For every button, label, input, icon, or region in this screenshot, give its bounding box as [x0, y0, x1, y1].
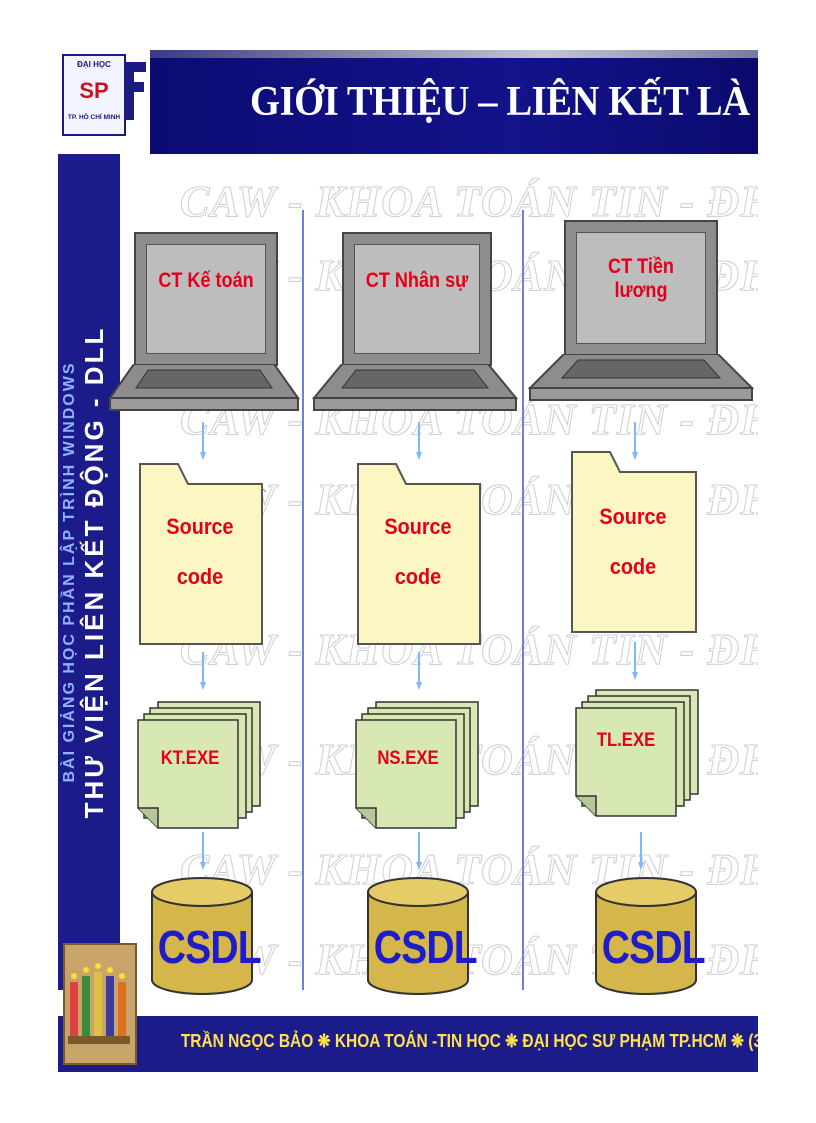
column-divider	[522, 210, 524, 990]
laptop-display: CT Tiền lương	[576, 232, 706, 344]
sidebar-topic-title: THƯ VIỆN LIÊN KẾT ĐỘNG - DLL	[79, 325, 109, 819]
arrow-down-icon	[416, 422, 422, 460]
watermark-row: CAW - KHOA TOÁN TIN - ĐHSP TP.HCM	[180, 177, 758, 227]
laptop-tl: CT Tiền lương	[528, 220, 754, 406]
database-label: CSDL	[157, 921, 262, 973]
database-label: CSDL	[373, 921, 478, 973]
exe-label: KT.EXE	[160, 748, 220, 769]
exe-file-stack-icon	[137, 701, 261, 829]
database-icon	[151, 877, 253, 995]
laptop-screen: CT Nhân sự	[342, 232, 492, 366]
source-line1: Source	[599, 504, 667, 529]
source-line2: code	[394, 564, 442, 589]
exe-label: TL.EXE	[596, 730, 656, 751]
slide-title: GIỚI THIỆU – LIÊN KẾT LÀ GÌ ?	[250, 79, 758, 125]
exe-file-stack-icon	[355, 701, 479, 829]
source-label: Source code	[362, 502, 474, 602]
arrow-down-icon	[416, 652, 422, 690]
laptop-kt: CT Kế toán	[108, 232, 300, 416]
logo-mark-text: SP	[79, 78, 109, 103]
arrow-down-icon	[416, 832, 422, 870]
laptop-display: CT Nhân sự	[354, 244, 480, 354]
database-icon	[367, 877, 469, 995]
slide-footer: TRẦN NGỌC BẢO ❋ KHOA TOÁN -TIN HỌC ❋ ĐẠI…	[58, 1016, 758, 1072]
laptop-keyboard-icon	[312, 364, 518, 411]
source-line1: Source	[384, 514, 452, 539]
source-folder-icon	[357, 463, 481, 645]
source-folder-icon	[139, 463, 266, 645]
slide: GIỚI THIỆU – LIÊN KẾT LÀ GÌ ? ĐẠI HỌC SP…	[58, 50, 758, 1072]
sidebar-course-title: BÀI GIẢNG HỌC PHẦN LẬP TRÌNH WINDOWS	[61, 361, 78, 783]
source-label: Source code	[576, 492, 689, 592]
arrow-down-icon	[632, 642, 638, 680]
program-label: CT Tiền lương	[608, 255, 674, 302]
arrow-down-icon	[200, 652, 206, 690]
laptop-keyboard-icon	[528, 354, 754, 401]
laptop-display: CT Kế toán	[146, 244, 266, 354]
column-divider	[302, 210, 304, 990]
program-label: CT Kế toán	[158, 269, 254, 292]
header-top-stripe	[150, 50, 758, 58]
logo-flag-icon	[126, 62, 146, 120]
source-line2: code	[176, 564, 224, 589]
source-label: Source code	[144, 502, 256, 602]
exe-file-stack-icon	[575, 689, 699, 817]
exe-label: NS.EXE	[377, 748, 439, 769]
database-label: CSDL	[601, 921, 706, 973]
program-label: CT Nhân sự	[365, 269, 469, 292]
logo-top-text: ĐẠI HỌC	[77, 60, 111, 69]
candles-illustration-icon	[63, 943, 137, 1065]
logo-emblem: ĐẠI HỌC SP TP. HỒ CHÍ MINH	[62, 54, 126, 136]
source-line2: code	[609, 554, 657, 579]
laptop-screen: CT Tiền lương	[564, 220, 718, 356]
footer-text: TRẦN NGỌC BẢO ❋ KHOA TOÁN -TIN HỌC ❋ ĐẠI…	[180, 1031, 758, 1051]
arrow-down-icon	[632, 422, 638, 460]
laptop-screen: CT Kế toán	[134, 232, 278, 366]
arrow-down-icon	[200, 832, 206, 870]
database-icon	[595, 877, 697, 995]
laptop-keyboard-icon	[108, 364, 300, 411]
arrow-down-icon	[638, 832, 644, 870]
university-logo: ĐẠI HỌC SP TP. HỒ CHÍ MINH	[58, 50, 150, 154]
logo-sub-text: TP. HỒ CHÍ MINH	[67, 114, 121, 121]
arrow-down-icon	[200, 422, 206, 460]
source-folder-icon	[571, 451, 697, 633]
slide-header: GIỚI THIỆU – LIÊN KẾT LÀ GÌ ?	[150, 58, 758, 154]
sidebar: BÀI GIẢNG HỌC PHẦN LẬP TRÌNH WINDOWS THƯ…	[58, 154, 120, 990]
source-line1: Source	[166, 514, 234, 539]
laptop-ns: CT Nhân sự	[312, 232, 518, 416]
